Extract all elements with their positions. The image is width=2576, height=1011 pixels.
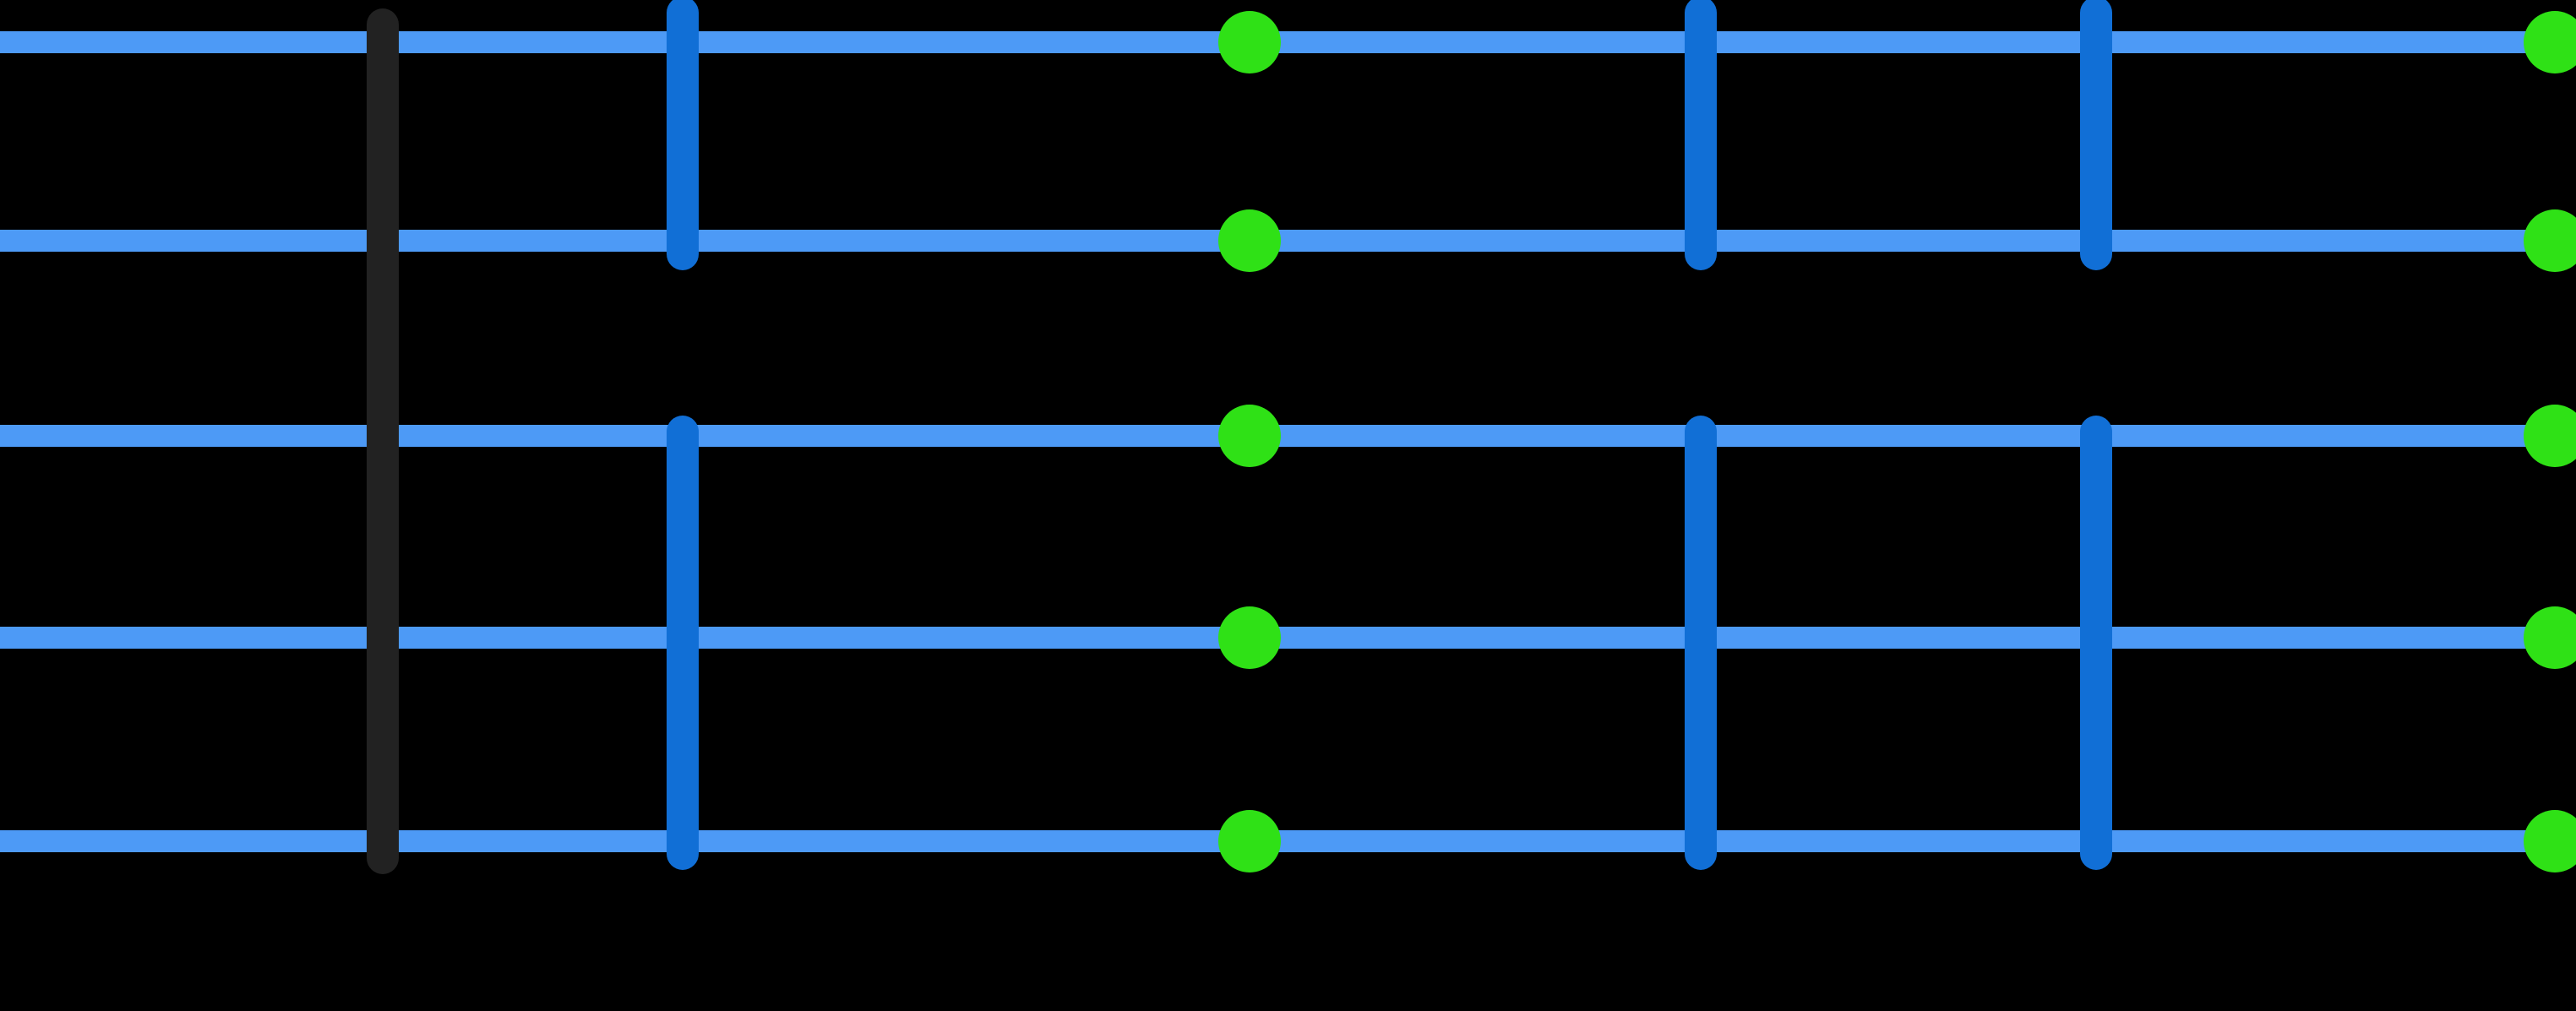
string-1 [0, 31, 2576, 53]
dot-col-b-string-1 [2524, 11, 2576, 73]
string-2 [0, 230, 2576, 252]
string-3 [0, 425, 2576, 447]
fret-bar-3 [1685, 0, 1717, 270]
fret-bar-2 [667, 416, 699, 870]
string-5 [0, 830, 2576, 852]
dot-col-a-string-1 [1218, 11, 1281, 73]
dot-col-a-string-2 [1218, 209, 1281, 272]
dot-col-b-string-5 [2524, 810, 2576, 872]
dot-col-b-string-2 [2524, 209, 2576, 272]
fret-bar-4 [1685, 416, 1717, 870]
dot-col-a-string-4 [1218, 606, 1281, 669]
dot-col-a-string-5 [1218, 810, 1281, 872]
fret-bar-6 [2080, 416, 2112, 870]
fret-bar-5 [2080, 0, 2112, 270]
dot-col-b-string-3 [2524, 405, 2576, 467]
nut [367, 8, 399, 874]
string-4 [0, 627, 2576, 649]
dot-col-a-string-3 [1218, 405, 1281, 467]
dot-col-b-string-4 [2524, 606, 2576, 669]
fret-bar-1 [667, 0, 699, 270]
